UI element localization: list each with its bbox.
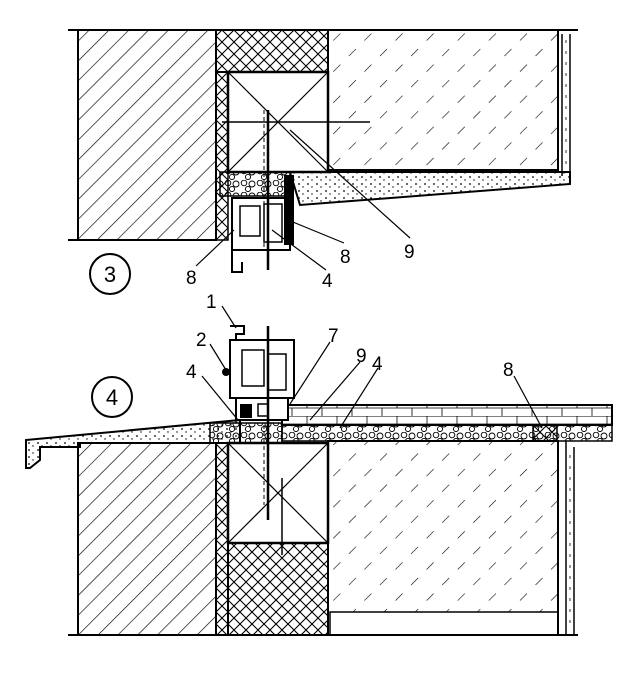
masonry-wall-left [77, 29, 217, 241]
tile-paving [281, 404, 613, 426]
detail-3: 9 8 8 4 3 [68, 29, 578, 295]
callout-bottom-4-left: 4 [186, 362, 197, 383]
callout-bottom-8: 8 [503, 360, 514, 381]
callout-bottom-9: 9 [356, 346, 367, 367]
concrete-soffit [288, 171, 571, 207]
callout-top-8-left: 8 [186, 268, 197, 289]
window-head-profile [231, 110, 294, 273]
screed-bed [281, 424, 613, 442]
sealant-strip [284, 175, 294, 245]
sill-bed [209, 422, 283, 444]
gravel-fill [219, 171, 291, 197]
masonry-wall-left-lower [77, 442, 217, 636]
insulation-block-lower [227, 542, 329, 636]
masonry-wall-right-lower [327, 440, 559, 636]
callout-bottom-4-right: 4 [372, 354, 383, 375]
callout-top-9: 9 [404, 242, 415, 263]
detail-marker-4-label: 4 [106, 385, 118, 410]
insulation-block [215, 29, 329, 73]
detail-marker-3 [89, 253, 131, 295]
masonry-wall-right [327, 29, 559, 171]
callout-bottom-1: 1 [206, 292, 217, 313]
detail-marker-4 [91, 376, 133, 418]
callout-bottom-2: 2 [196, 330, 207, 351]
window-sill-profile [222, 325, 295, 421]
callout-top-8-right: 8 [340, 247, 351, 268]
edge-seal [532, 424, 558, 442]
callout-bottom-7: 7 [328, 326, 339, 347]
detail-4: 1 2 4 7 9 4 8 4 [25, 292, 613, 636]
insulation-strip [215, 71, 229, 241]
callout-top-4: 4 [322, 271, 333, 292]
detail-marker-3-label: 3 [104, 262, 116, 287]
